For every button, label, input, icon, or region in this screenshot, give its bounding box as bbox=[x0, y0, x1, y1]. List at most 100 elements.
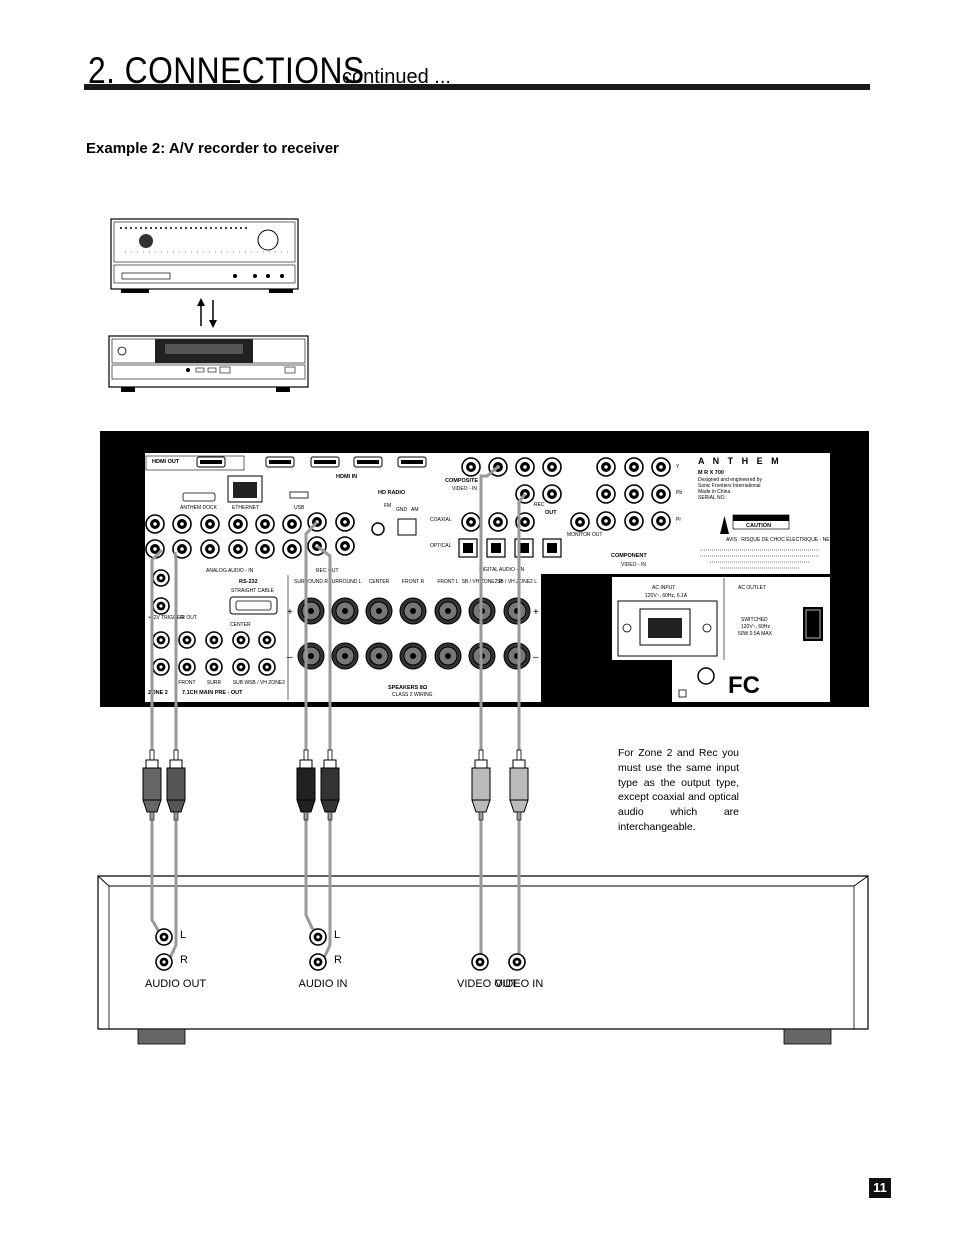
ac-input-rating: 120V~, 60Hz, 6.1A bbox=[645, 593, 688, 599]
monitor-jack bbox=[542, 484, 562, 504]
composite-rec-jack bbox=[542, 457, 562, 477]
component-jack bbox=[596, 511, 616, 531]
component-sub-label: VIDEO - IN bbox=[621, 562, 646, 568]
am-label: AM bbox=[411, 507, 419, 513]
preout-jack bbox=[258, 631, 276, 649]
svg-text:–: – bbox=[287, 652, 293, 663]
straight-cable-label: STRAIGHT CABLE bbox=[231, 588, 275, 594]
video-out-jack bbox=[471, 953, 489, 971]
example-heading: Example 2: A/V recorder to receiver bbox=[86, 140, 339, 157]
switched-label: SWITCHED bbox=[741, 617, 768, 623]
preout-jack bbox=[258, 658, 276, 676]
rec-label: REC bbox=[534, 502, 545, 508]
speaker-binding-post bbox=[434, 597, 462, 625]
switched-rating: 120V~, 60Hz bbox=[741, 624, 771, 630]
zone2-l-jack bbox=[152, 631, 170, 649]
optical-in-jack bbox=[486, 538, 506, 558]
rec-out-l2-jack bbox=[335, 512, 355, 532]
csa-mark-icon bbox=[697, 667, 715, 685]
preout-jack bbox=[232, 658, 250, 676]
video-in-plug bbox=[509, 749, 529, 821]
composite-in-jack bbox=[461, 457, 481, 477]
svg-text:–: – bbox=[533, 652, 539, 663]
audio-in-l-jack bbox=[309, 928, 327, 946]
component-label: COMPONENT bbox=[611, 553, 647, 559]
hd-radio-label: HD RADIO bbox=[378, 490, 406, 496]
model-label: M R X 700 bbox=[698, 470, 724, 476]
audio-in-r-plug bbox=[320, 749, 340, 821]
receiver-front-illustration bbox=[110, 218, 299, 293]
caution-label: CAUTION bbox=[746, 523, 771, 529]
speaker-binding-post bbox=[365, 597, 393, 625]
speaker-label: SURROUND L bbox=[328, 579, 361, 585]
audio-out-l-label: L bbox=[180, 929, 187, 941]
analog-in-r-jack bbox=[282, 539, 302, 559]
recorder-jacks bbox=[155, 928, 526, 971]
speaker-binding-post bbox=[503, 642, 531, 670]
audio-out-r-jack bbox=[155, 953, 173, 971]
continued-label: continued ... bbox=[342, 66, 451, 88]
fm-label: FM bbox=[384, 503, 391, 509]
monitor-out-jack bbox=[570, 512, 590, 532]
monitor-out-label: MONITOR OUT bbox=[567, 532, 602, 538]
coaxial-in-jack bbox=[488, 512, 508, 532]
made-in-label: Made in China bbox=[698, 489, 730, 495]
pr-label: Pr bbox=[676, 517, 681, 523]
anthem-dock-label: ANTHEM DOCK bbox=[180, 505, 218, 511]
analog-audio-in-label: ANALOG AUDIO - IN bbox=[206, 568, 254, 574]
component-jack bbox=[624, 511, 644, 531]
usb-label: USB bbox=[294, 505, 305, 511]
component-jack bbox=[624, 457, 644, 477]
zone2-r-jack bbox=[152, 658, 170, 676]
preout-label: SUB W bbox=[233, 680, 250, 686]
designed-by-label: Designed and engineered by bbox=[698, 477, 762, 483]
speaker-binding-post bbox=[399, 597, 427, 625]
speaker-binding-post bbox=[503, 597, 531, 625]
speaker-binding-post bbox=[297, 597, 325, 625]
svg-text:+: + bbox=[533, 607, 539, 618]
video-out-plug bbox=[471, 749, 491, 821]
recorder-rear-panel bbox=[97, 875, 869, 1045]
speaker-binding-post bbox=[331, 597, 359, 625]
main-pre-out-label: 7.1CH MAIN PRE - OUT bbox=[182, 690, 243, 696]
preout-label: FRONT bbox=[178, 680, 195, 686]
recorder-front-illustration bbox=[108, 335, 309, 392]
composite-label: COMPOSITE bbox=[445, 478, 478, 484]
video-in-jack bbox=[508, 953, 526, 971]
avis-label: AVIS : RISQUE DE CHOC ÉLECTRIQUE - NE PA… bbox=[726, 536, 862, 543]
analog-in-r-jack bbox=[200, 539, 220, 559]
composite-in-jack bbox=[515, 457, 535, 477]
ac-input-label: AC INPUT bbox=[652, 585, 675, 591]
y-label: Y bbox=[676, 464, 680, 470]
analog-in-l-jack bbox=[172, 514, 192, 534]
header-rule bbox=[84, 84, 870, 90]
speaker-binding-post bbox=[399, 642, 427, 670]
audio-out-l-plug bbox=[142, 749, 162, 821]
coaxial-in-jack bbox=[461, 512, 481, 532]
preout-jack bbox=[205, 658, 223, 676]
center-pre-label: CENTER bbox=[230, 622, 251, 628]
ir-out-label: IR OUT bbox=[180, 615, 197, 621]
brand-label: A N T H E M bbox=[698, 456, 782, 466]
analog-in-r-jack bbox=[228, 539, 248, 559]
audio-in-r-jack bbox=[309, 953, 327, 971]
optical-in-jack bbox=[458, 538, 478, 558]
page-number: 11 bbox=[869, 1178, 891, 1198]
composite-sub-label: VIDEO - IN bbox=[452, 486, 477, 492]
optical-in-jack bbox=[542, 538, 562, 558]
speaker-binding-post bbox=[365, 642, 393, 670]
bidirectional-arrows bbox=[197, 298, 217, 328]
video-in-label: VIDEO IN bbox=[495, 978, 544, 990]
class2-label: CLASS 2 WIRING bbox=[392, 692, 433, 698]
preout-jack bbox=[178, 658, 196, 676]
preout-jack bbox=[232, 631, 250, 649]
video-out-label: VIDEO OUT bbox=[457, 978, 518, 990]
speaker-binding-post bbox=[434, 642, 462, 670]
speaker-label: FRONT L bbox=[437, 579, 459, 585]
analog-in-l-jack bbox=[255, 514, 275, 534]
speaker-binding-post bbox=[331, 642, 359, 670]
ac-outlet-label: AC OUTLET bbox=[738, 585, 766, 591]
component-jack bbox=[624, 484, 644, 504]
receiver-rear-panel: HDMI OUT HDMI IN ANTHEM DOCK ETHERNET US… bbox=[100, 431, 869, 707]
